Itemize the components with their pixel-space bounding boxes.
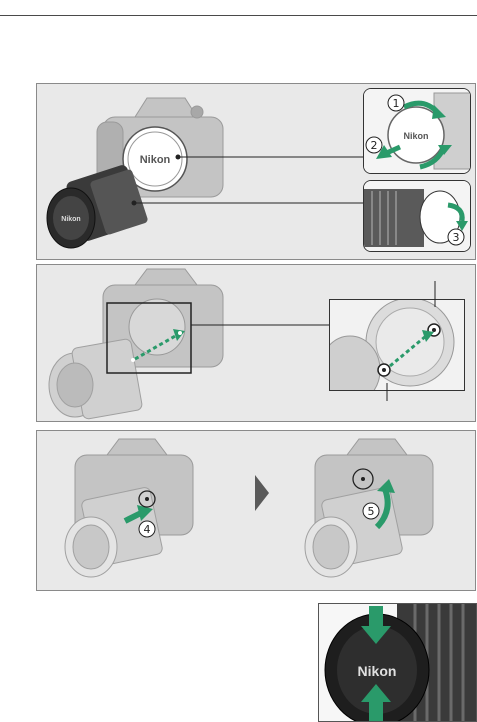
inset-remove-body-cap: Nikon 1 2 [363,88,471,174]
step-number-2: 2 [371,139,378,152]
rotate-lens-illustration: 4 5 [37,431,477,592]
inset-remove-rear-cap: 3 [363,180,471,252]
body-cap-brand: Nikon [140,154,171,166]
step-number-3: 3 [453,231,460,244]
push-arrow-icon [369,606,383,628]
mounting-mark-icon [131,358,135,362]
page-top-rule [0,15,477,16]
step-panel-remove-caps: Nikon Nikon Nikon [36,83,476,260]
step-panel-align-marks [36,264,476,422]
inset-cap-brand: Nikon [403,131,428,141]
next-step-triangle-icon [255,475,269,511]
photo-cap-brand: Nikon [358,663,397,679]
lens-cap-photo: Nikon [318,603,477,722]
mounting-mark-icon [178,331,182,335]
step-number-5: 5 [368,505,375,518]
lens-cap-brand: Nikon [61,216,80,223]
step-number-1: 1 [393,97,400,110]
lens-icon [49,338,143,419]
push-arrow-icon [369,700,383,722]
lens-icon: Nikon [47,164,149,248]
inset-mounting-marks [329,299,465,391]
step-panel-rotate-lens: 4 5 [36,430,476,591]
step-number-4: 4 [144,523,151,536]
